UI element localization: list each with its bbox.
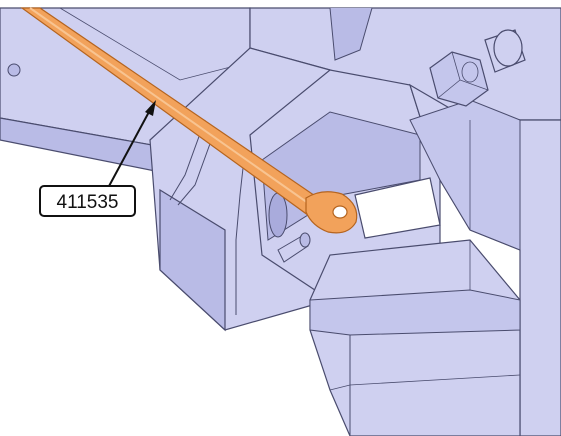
eyelet-hole	[332, 205, 348, 219]
leader-line	[107, 109, 151, 189]
lower-box	[309, 239, 521, 436]
rod-411535	[20, 7, 358, 234]
callout-part-number: 411535	[57, 192, 119, 213]
hex-nut-stud	[429, 29, 526, 107]
part-callout: 411535	[39, 100, 156, 217]
side-slot	[268, 192, 288, 238]
callout-box	[39, 185, 136, 217]
slot-opening	[354, 177, 441, 239]
leader-arrowhead	[145, 100, 156, 116]
rod-eyelet	[305, 191, 358, 234]
flange-hole	[7, 63, 21, 77]
locating-pin	[277, 232, 311, 263]
